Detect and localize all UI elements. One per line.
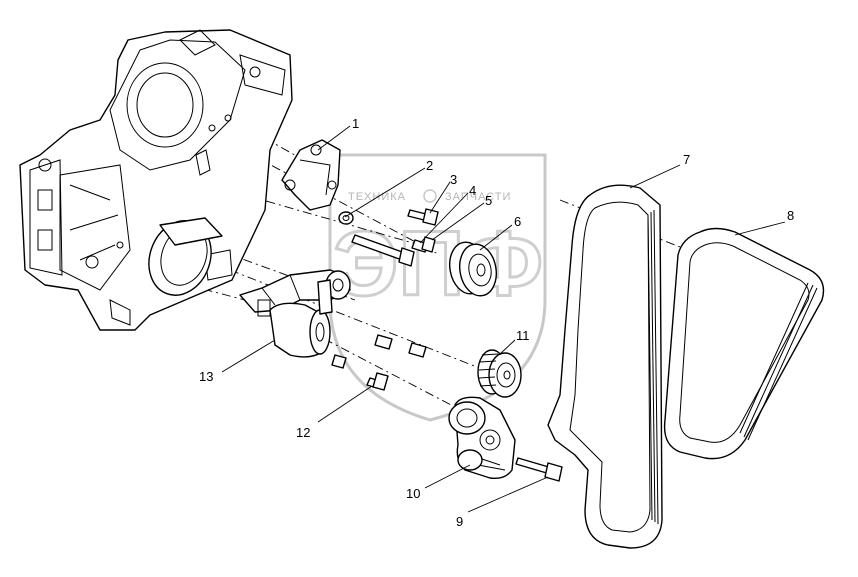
part-1-bracket <box>281 139 341 211</box>
callout-5: 5 <box>485 193 492 208</box>
callout-8: 8 <box>787 208 794 223</box>
callout-11: 11 <box>516 328 530 343</box>
callout-9: 9 <box>456 514 463 529</box>
part-4-bolt <box>407 208 439 226</box>
leader-lines <box>221 125 786 513</box>
crank-seal-ring <box>148 217 223 296</box>
callout-13: 13 <box>199 369 213 384</box>
watermark-text-right: ЗАПЧАСТИ <box>445 191 511 203</box>
callout-7: 7 <box>683 152 690 167</box>
watermark-logo: ЭПФ <box>331 212 544 317</box>
callout-4: 4 <box>469 183 476 198</box>
callout-1: 1 <box>352 116 359 131</box>
front-cover-housing <box>19 29 293 331</box>
part-3-washer <box>338 211 354 225</box>
callout-2: 2 <box>426 158 433 173</box>
part-9-tensioner-bolt <box>515 457 563 482</box>
part-11-ribbed-idler <box>477 349 522 398</box>
part-7-main-drive-belt <box>547 184 663 549</box>
callout-3: 3 <box>450 172 457 187</box>
svg-text:ЭПФ: ЭПФ <box>333 213 543 315</box>
callout-6: 6 <box>514 214 521 229</box>
callout-12: 12 <box>296 425 310 440</box>
watermark-text-left: ТЕХНИКА <box>348 191 406 203</box>
part-12-bolts <box>331 334 427 391</box>
watermark: ЭПФ ТЕХНИКА ЗАПЧАСТИ <box>328 153 547 422</box>
callout-labels: 1 2 3 4 5 6 7 8 9 10 11 12 13 <box>199 116 794 529</box>
part-5-bolt <box>411 236 436 253</box>
part-10-belt-tensioner <box>448 396 516 480</box>
watermark-gear-icon <box>423 189 437 203</box>
part-2-long-bolt <box>351 234 415 267</box>
part-6-idler-pulley <box>449 241 497 297</box>
callout-10: 10 <box>406 486 420 501</box>
part-13-alternator-assembly <box>239 269 351 358</box>
part-8-secondary-belt <box>663 227 825 460</box>
watermark-shield <box>328 153 547 422</box>
